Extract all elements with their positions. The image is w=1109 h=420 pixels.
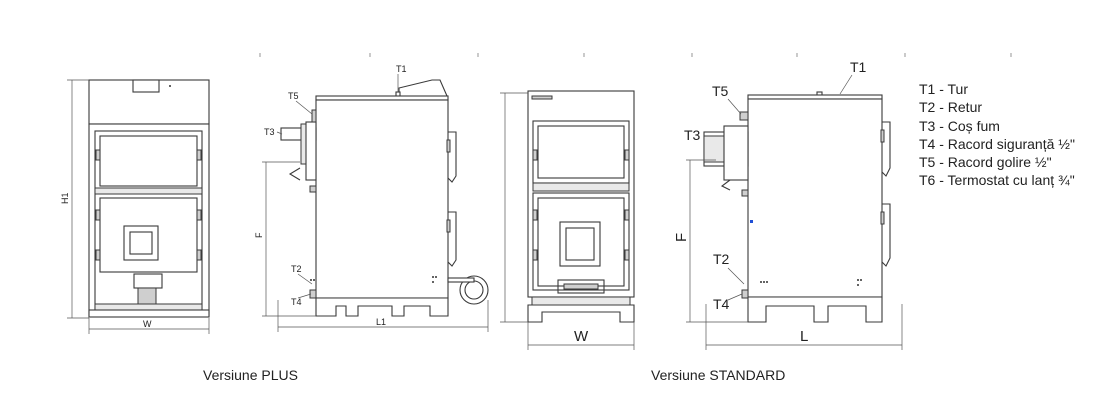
plus-label-t5: T5 [288,91,299,101]
standard-side-length-label: L [800,328,808,345]
standard-label-t2: T2 [713,251,730,267]
standard-caption: Versiune STANDARD [651,367,786,383]
plus-label-t2: T2 [291,264,302,274]
plus-front-view: H1 W [60,79,210,334]
legend: T1 - Tur T2 - Retur T3 - Coș fum T4 - Ra… [919,80,1075,190]
plus-label-t3: T3 [264,127,275,137]
standard-label-t3: T3 [684,127,701,143]
plus-side-length-label: L1 [376,317,386,327]
plus-front-height-label: H1 [60,192,70,204]
plus-side-height-label: F [254,232,264,238]
standard-label-t5: T5 [712,83,729,99]
standard-label-t4: T4 [713,296,730,312]
legend-item: T1 - Tur [919,81,969,97]
legend-item: T6 - Termostat cu lanț ¾" [919,172,1075,189]
legend-item: T5 - Racord golire ½" [919,154,1052,171]
legend-item: T2 - Retur [919,99,983,116]
standard-front-view: W [500,90,635,350]
legend-item: T4 - Racord siguranță ½" [919,135,1075,152]
plus-caption: Versiune PLUS [203,367,298,383]
plus-front-width-label: W [143,319,152,329]
standard-label-t1: T1 [850,59,867,75]
legend-item: T3 - Coș fum [919,117,1000,134]
plus-label-t1: T1 [396,64,407,74]
standard-side-height-label: F [673,233,690,242]
top-tick-marks [259,53,1012,57]
plus-side-view: F L1 T1 T5 T3 T2 T4 [254,64,489,332]
standard-front-width-label: W [574,328,589,345]
plus-label-t4: T4 [291,297,302,307]
standard-side-view: F L T1 T5 T3 T2 T4 [673,59,903,350]
